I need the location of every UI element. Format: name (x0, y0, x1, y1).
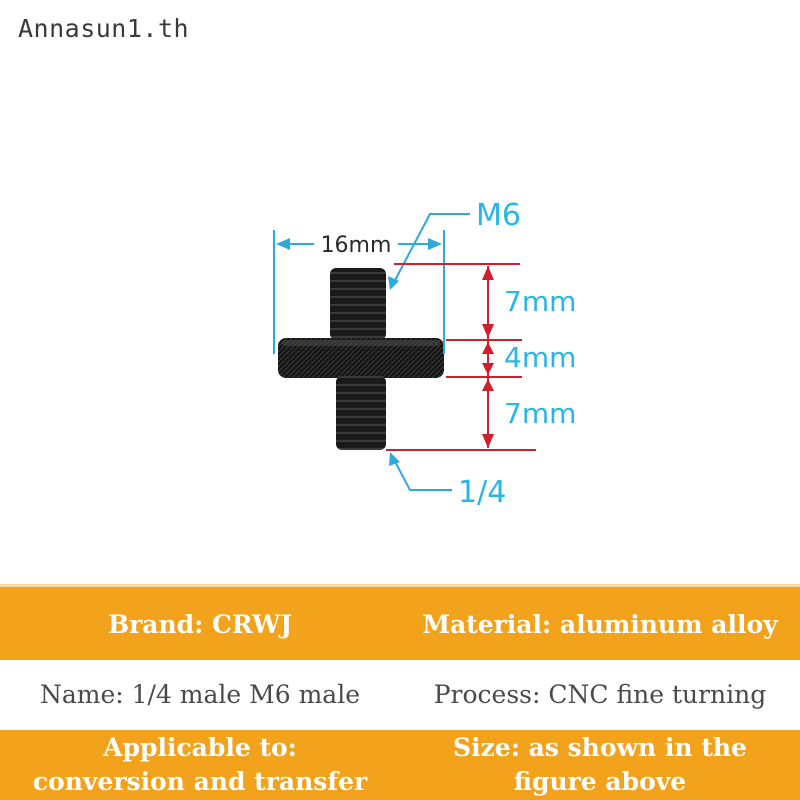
applicable-line-2: conversion and transfer (32, 767, 368, 796)
knurled-knob (278, 338, 444, 378)
top-length-label: 7mm (504, 285, 576, 318)
spec-table: Brand: CRWJ Material: aluminum alloy Nam… (0, 584, 800, 800)
spec-row-brand-material: Brand: CRWJ Material: aluminum alloy (0, 584, 800, 663)
brand-cell: Brand: CRWJ (107, 610, 293, 639)
size-line-1: Size: as shown in the (453, 733, 747, 762)
width-label: 16mm (321, 233, 392, 258)
applicable-cell: Applicable to: conversion and transfer (0, 730, 400, 800)
material-cell: Material: aluminum alloy (422, 610, 778, 639)
quarter-inch-callout (389, 452, 452, 491)
size-line-2: figure above (513, 767, 687, 796)
height-dimensions (386, 263, 536, 451)
bottom-thread (336, 376, 386, 450)
screw-adapter-image (278, 268, 444, 450)
knob-height-label: 4mm (504, 341, 576, 374)
process-cell: Process: CNC fine turning (433, 680, 767, 709)
spec-row-name-process: Name: 1/4 male M6 male Process: CNC fine… (0, 660, 800, 730)
spec-row-applicable-size: Applicable to: conversion and transfer S… (0, 730, 800, 800)
top-thread (330, 268, 386, 340)
bottom-length-label: 7mm (504, 397, 576, 430)
width-dimension (273, 230, 445, 354)
quarter-inch-label: 1/4 (458, 475, 506, 510)
m6-callout (388, 213, 470, 290)
watermark-text: Annasun1.th (18, 14, 190, 43)
product-dimension-figure: 16mm M6 1/4 7mm 4mm 7mm (273, 198, 576, 510)
name-cell: Name: 1/4 male M6 male (39, 680, 361, 709)
applicable-line-1: Applicable to: (103, 733, 297, 762)
size-cell: Size: as shown in the figure above (400, 730, 800, 800)
m6-label: M6 (476, 198, 521, 233)
